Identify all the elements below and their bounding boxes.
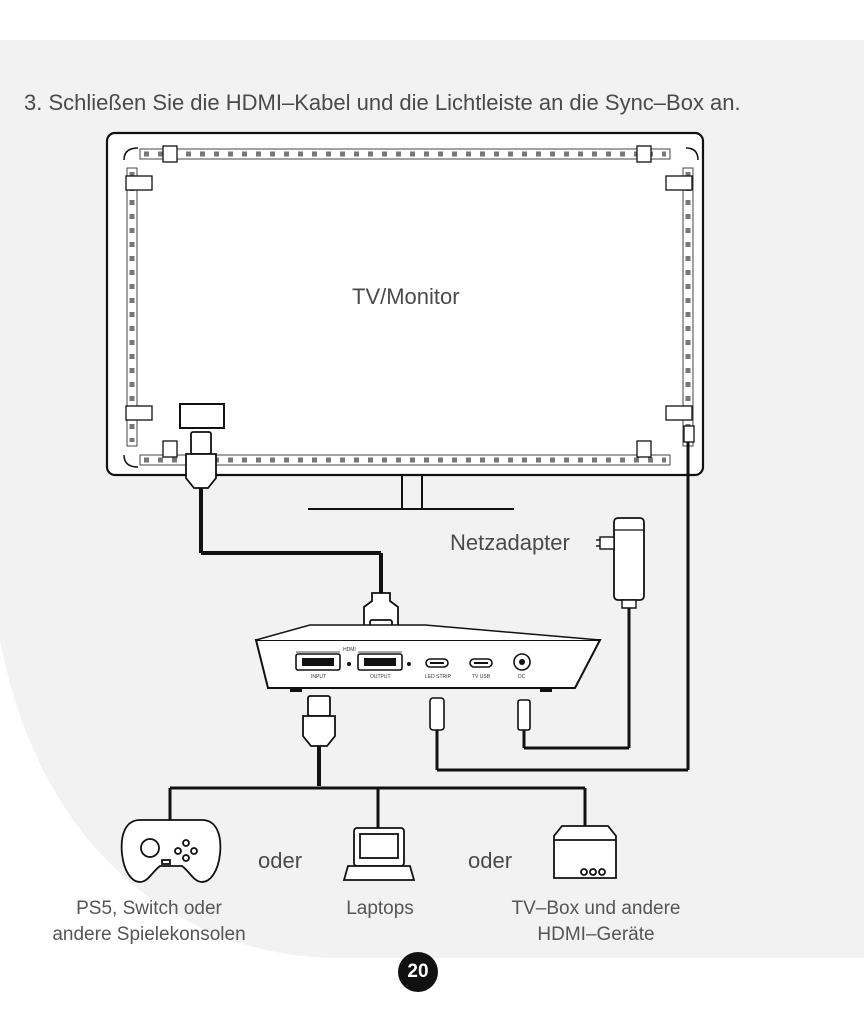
- laptop-caption-line1: Laptops: [346, 898, 414, 919]
- hdmi-cable-source-to-syncbox: [168, 695, 587, 828]
- gaming-console-caption: PS5, Switch oder andere Spielekonsolen: [24, 896, 274, 948]
- tv-box-icon: [553, 825, 617, 879]
- port-dc-label: DC: [518, 674, 526, 680]
- sync-box: HDMI INPUT OUTPUT LED STRIP TV USB DC: [254, 624, 602, 692]
- gaming-console-caption-line2: andere Spielekonsolen: [52, 924, 246, 945]
- port-output-label: OUTPUT: [370, 674, 391, 680]
- port-led-strip: [425, 658, 449, 668]
- port-header-label: HDMI: [343, 647, 356, 653]
- tv-box-caption-line1: TV–Box und andere: [511, 898, 681, 919]
- port-led-strip-label: LED STRIP: [425, 674, 452, 680]
- port-input-label: INPUT: [311, 674, 326, 680]
- port-output: [357, 653, 403, 671]
- hdmi-cable-tv-to-syncbox: [185, 431, 399, 643]
- power-adapter: [517, 517, 645, 750]
- port-input: [295, 653, 341, 671]
- tv-box-caption-line2: HDMI–Geräte: [537, 924, 655, 945]
- tv-monitor: [105, 131, 705, 510]
- laptop-caption: Laptops: [330, 896, 430, 922]
- led-strip-cable: [429, 442, 690, 772]
- port-dc: [513, 653, 531, 671]
- led-light-strip: [123, 145, 699, 468]
- tv-hdmi-port: [179, 403, 225, 429]
- port-tv-usb: [469, 658, 493, 668]
- laptop-icon: [342, 827, 416, 881]
- tv-monitor-label: TV/Monitor: [352, 284, 460, 309]
- power-adapter-label: Netzadapter: [450, 530, 570, 555]
- page-number-badge: 20: [398, 952, 438, 992]
- gamepad-icon: [120, 819, 222, 883]
- instruction-text: 3. Schließen Sie die HDMI–Kabel und die …: [24, 90, 741, 115]
- port-tv-usb-label: TV USB: [472, 674, 491, 680]
- or-label-1: oder: [258, 848, 303, 873]
- or-label-2: oder: [468, 848, 513, 873]
- gaming-console-caption-line1: PS5, Switch oder: [76, 898, 222, 919]
- tv-box-caption: TV–Box und andere HDMI–Geräte: [486, 896, 706, 948]
